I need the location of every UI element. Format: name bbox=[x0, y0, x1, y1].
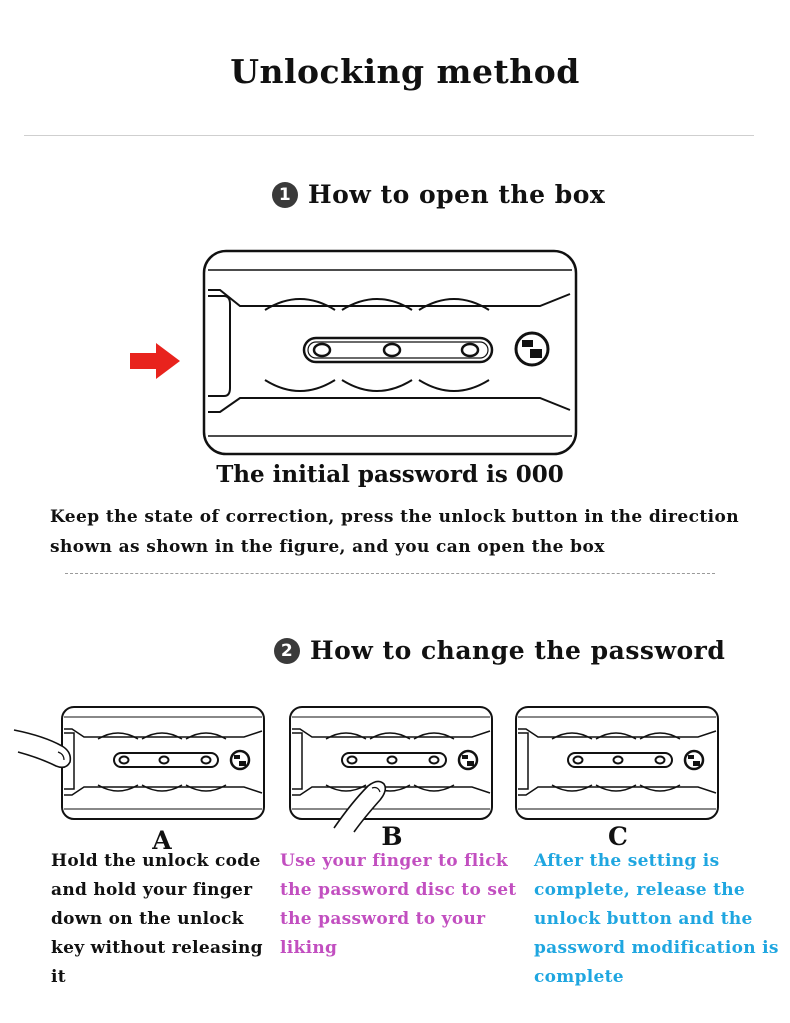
step-c-letter: C bbox=[608, 822, 628, 851]
page-title: Unlocking method bbox=[230, 52, 580, 91]
finger-icon bbox=[13, 729, 72, 769]
section2-number-badge: 2 bbox=[274, 637, 300, 664]
step-b-text: Use your finger to flick the password di… bbox=[280, 851, 517, 958]
section1-heading: 1 How to open the box bbox=[272, 180, 605, 209]
step-b-letter: B bbox=[381, 822, 403, 851]
lock-box-b bbox=[289, 706, 493, 820]
initial-password-text: The initial password is 000 bbox=[216, 461, 564, 488]
lock-box-large bbox=[202, 249, 578, 456]
section2-heading-text: How to change the password bbox=[310, 636, 726, 665]
step-c-text: After the setting is complete, release t… bbox=[534, 851, 779, 987]
title-divider bbox=[24, 135, 754, 136]
finger-flick-icon bbox=[333, 780, 387, 833]
section2-heading: 2 How to change the password bbox=[274, 636, 725, 665]
section1-description: Keep the state of correction, press the … bbox=[50, 507, 739, 557]
red-arrow-icon bbox=[130, 343, 180, 379]
step-a-text: Hold the unlock code and hold your finge… bbox=[51, 851, 263, 987]
section1-number-badge: 1 bbox=[272, 181, 298, 208]
lock-logo-icon bbox=[522, 340, 542, 358]
lock-box-c bbox=[515, 706, 719, 820]
lock-box-a bbox=[61, 706, 265, 820]
step-a-letter: A bbox=[152, 826, 172, 855]
section1-heading-text: How to open the box bbox=[308, 180, 606, 209]
dashed-divider bbox=[65, 573, 715, 574]
